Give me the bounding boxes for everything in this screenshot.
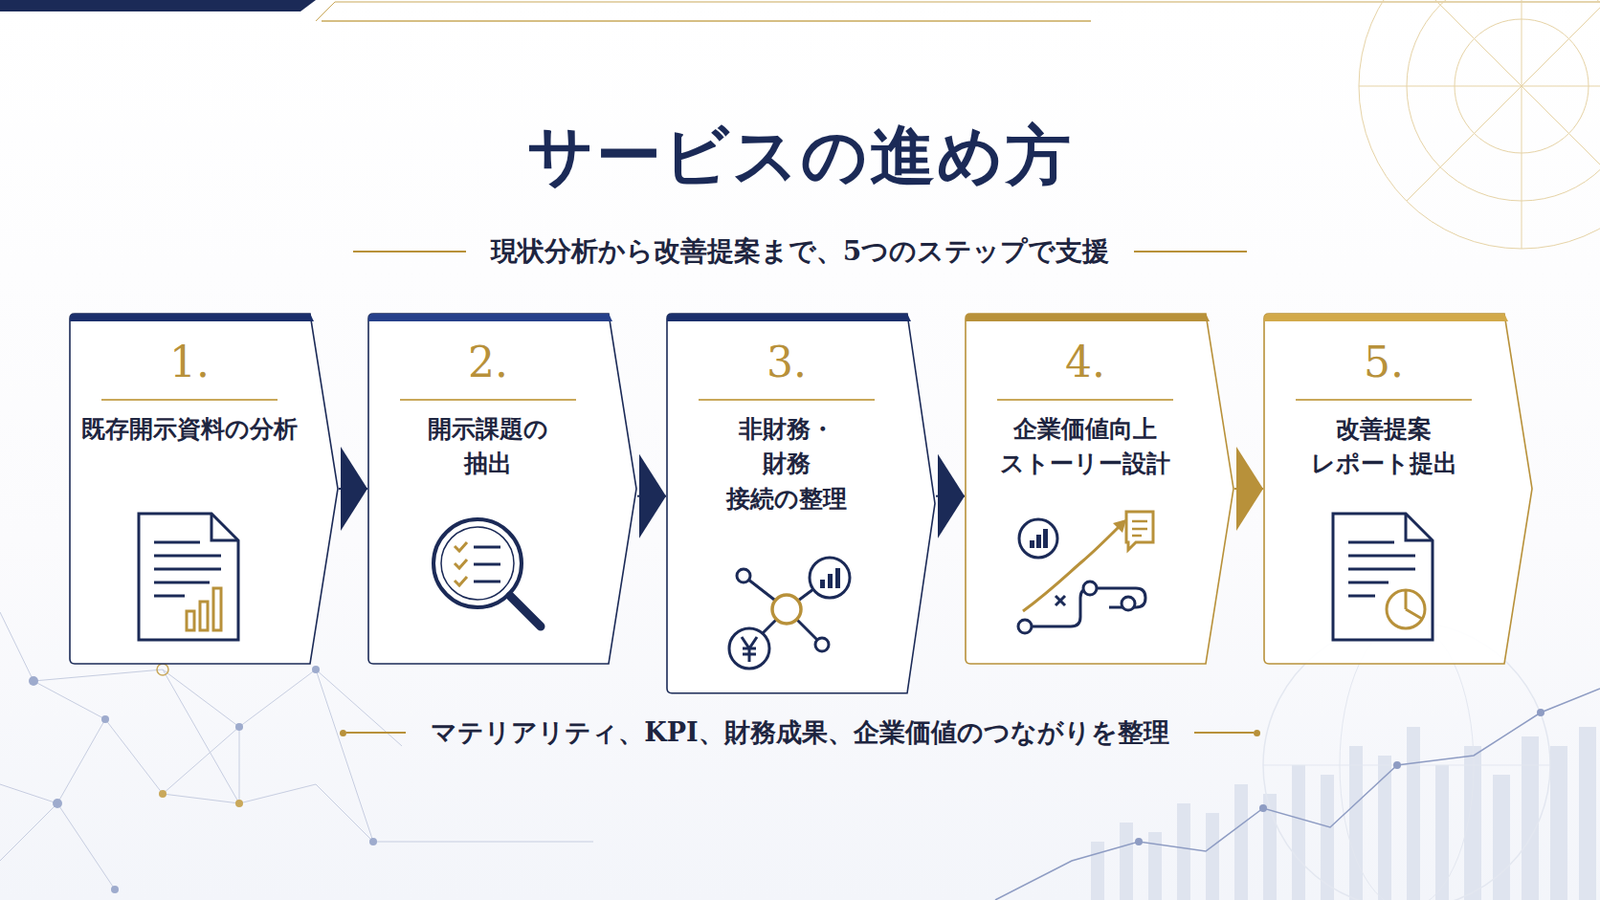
arrow-head [340,446,368,532]
top-rule [315,1,1600,22]
step-number: 2. [367,337,609,387]
arrow-head [1236,446,1264,532]
step-label: 既存開示資料の分析 [81,412,298,447]
step-icon [1013,504,1157,648]
compass-decoration [1358,0,1600,249]
step-shape [666,313,935,694]
step-arrow [935,454,965,539]
step-box: 2. 開示課題の 抽出 [367,312,638,666]
trend-dots [1134,709,1545,846]
step-label-wrap: 改善提案 レポート提出 [1263,412,1505,483]
rule-group [353,250,467,253]
step-arrow [1234,446,1264,532]
step-label-wrap: 非財務・財務 接続の整理 [666,412,908,517]
step-band [368,313,613,322]
top-rule [321,20,1091,23]
step-box: 4. 企業価値向上 ストーリー設計 [964,312,1235,666]
step-icon [416,504,560,648]
text-row: マテリアリティ、KPI、財務成果、企業価値のつながりを整理 [0,715,1600,751]
gold-rule [1194,732,1254,734]
rule-group [1133,250,1247,253]
diagram-title: サービスの進め方 [0,112,1600,200]
step-band [69,313,314,322]
gold-rule [1295,399,1472,401]
step-arrow [338,446,368,532]
step-arrow [637,454,667,539]
top-bar [0,0,316,12]
network-dots [28,664,378,894]
step-number: 1. [68,337,311,387]
arrow-head [639,454,667,539]
step-label: 改善提案 レポート提出 [1311,412,1458,483]
gold-dot [1253,730,1261,737]
step-icon [117,504,262,648]
step-label: 企業価値向上 ストーリー設計 [1000,412,1171,483]
step-shape [69,313,338,665]
subtitle-text: マテリアリティ、KPI、財務成果、企業価値のつながりを整理 [430,715,1169,751]
step-label-wrap: 企業価値向上 ストーリー設計 [964,412,1206,483]
step-shape [965,313,1234,665]
step-label-wrap: 既存開示資料の分析 [68,412,311,447]
step-icon [1311,504,1456,648]
gold-rule [1133,250,1247,253]
arrow-head [937,454,965,539]
step-icon [714,537,859,682]
step-number: 4. [964,337,1206,387]
step-label: 非財務・財務 接続の整理 [726,412,847,517]
step-band [965,313,1210,322]
step-shape [1264,313,1533,665]
gold-rule [101,399,278,401]
step-label-wrap: 開示課題の 抽出 [367,412,609,483]
step-label: 開示課題の 抽出 [427,412,549,483]
step-box: 5. 改善提案 レポート提出 [1263,312,1534,666]
step-number: 5. [1263,337,1505,387]
gold-dot [339,730,347,737]
rule-group [1194,730,1261,737]
step-band [1264,313,1509,322]
gold-rule [353,250,467,253]
text-row: 現状分析から改善提案まで、5つのステップで支援 [0,233,1600,270]
step-box: 1. 既存開示資料の分析 [68,312,339,666]
step-shape [368,313,637,665]
rule-group [339,730,406,737]
step-box: 3. 非財務・財務 接続の整理 [666,312,936,695]
gold-rule [698,399,875,401]
gold-rule [400,399,577,401]
gold-rule [346,732,406,734]
subtitle-text: 現状分析から改善提案まで、5つのステップで支援 [490,233,1110,270]
step-band [666,313,912,322]
step-number: 3. [666,337,908,387]
gold-rule [997,399,1174,401]
